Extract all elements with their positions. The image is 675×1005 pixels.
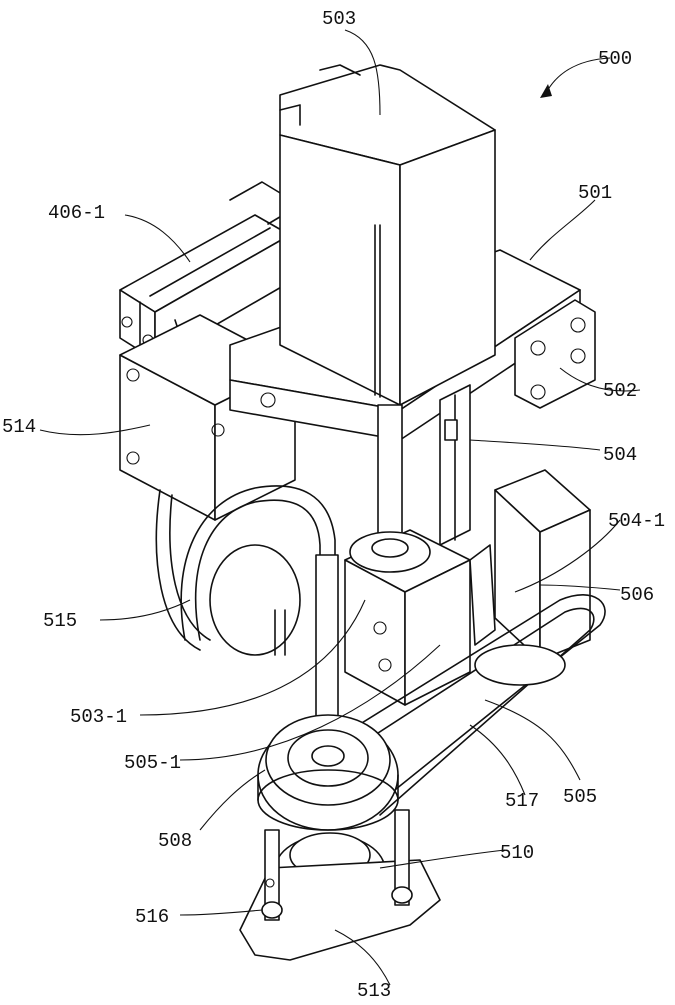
label-503-1: 503-1	[70, 706, 127, 728]
motor-506	[494, 469, 591, 661]
label-504: 504	[603, 444, 637, 466]
motor-503	[279, 64, 496, 406]
label-515: 515	[43, 610, 77, 632]
label-502: 502	[603, 380, 637, 402]
bracket-502	[514, 299, 596, 409]
block-503-1	[344, 529, 471, 706]
label-500: 500	[598, 48, 632, 70]
tube-515	[180, 485, 336, 761]
label-406-1: 406-1	[48, 202, 105, 224]
label-516: 516	[135, 906, 169, 928]
belt-505	[269, 594, 606, 816]
label-501: 501	[578, 182, 612, 204]
sensor-504-1	[469, 544, 496, 646]
guide-504	[439, 384, 471, 546]
leaders	[39, 29, 641, 986]
label-506: 506	[620, 584, 654, 606]
label-505: 505	[563, 786, 597, 808]
label-517: 517	[505, 790, 539, 812]
label-505-1: 505-1	[124, 752, 181, 774]
base-513	[239, 809, 441, 961]
label-508: 508	[158, 830, 192, 852]
label-504-1: 504-1	[608, 510, 665, 532]
label-503: 503	[322, 8, 356, 30]
arrow-icon	[540, 84, 552, 98]
pulley-508	[257, 714, 399, 831]
label-510: 510	[500, 842, 534, 864]
label-514: 514	[2, 416, 36, 438]
label-513: 513	[357, 980, 391, 1000]
